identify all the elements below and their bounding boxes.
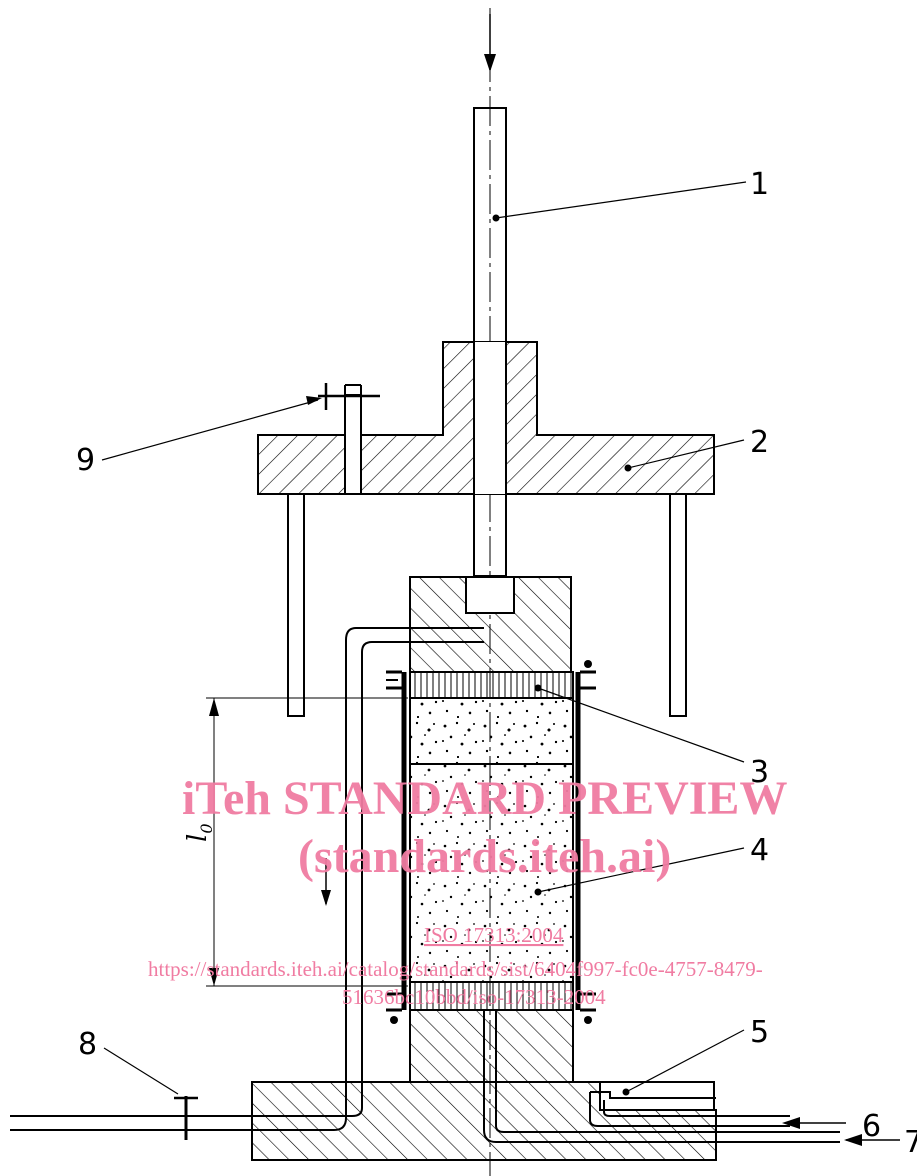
callout-8: 8: [78, 1027, 97, 1062]
watermark-url-line2[interactable]: 51636bc10bbd/iso-17313-2004: [342, 985, 606, 1009]
watermark-url-line1[interactable]: https://standards.iteh.ai/catalog/standa…: [148, 957, 763, 981]
o-ring-top-right: [580, 670, 596, 690]
callout-1: 1: [750, 167, 769, 202]
o-ring-bottom-right: [580, 992, 596, 1012]
leader-5: [625, 1029, 745, 1093]
dimension-label: l0: [183, 823, 216, 842]
vent-tube: [344, 394, 362, 495]
callout-4: 4: [750, 833, 769, 868]
cell-pressure-inlet: [590, 1091, 716, 1099]
callout-5: 5: [750, 1015, 769, 1050]
load-arrow-head: [484, 54, 496, 72]
bottom-porous-disc: [409, 981, 574, 1011]
watermark-doc-id[interactable]: ISO 17313:2004: [424, 923, 564, 947]
leader-2: [627, 439, 745, 469]
callout-2: 2: [750, 425, 769, 460]
tie-rod-right: [669, 493, 687, 717]
leader-4: [537, 847, 745, 893]
callout-7: 7: [904, 1125, 917, 1160]
dimension-l: l: [183, 834, 213, 842]
bottom-drain-tube: [483, 1010, 840, 1143]
leader-9: [101, 399, 319, 461]
o-ring-top-left: [386, 670, 402, 690]
leader-3: [537, 687, 745, 763]
watermark-subtitle: (standards.iteh.ai): [298, 830, 671, 883]
leader-1: [495, 181, 747, 219]
watermark-title: iTeh STANDARD PREVIEW: [182, 772, 787, 825]
callout-6: 6: [862, 1109, 881, 1144]
o-ring-bottom-left: [386, 992, 402, 1012]
leader-8: [103, 1047, 179, 1095]
dimension-subscript: 0: [197, 823, 216, 833]
callout-9: 9: [76, 443, 95, 478]
callout-3: 3: [750, 755, 769, 790]
tie-rod-left: [287, 493, 305, 717]
top-porous-disc: [409, 671, 574, 699]
pedestal: [409, 1009, 574, 1083]
